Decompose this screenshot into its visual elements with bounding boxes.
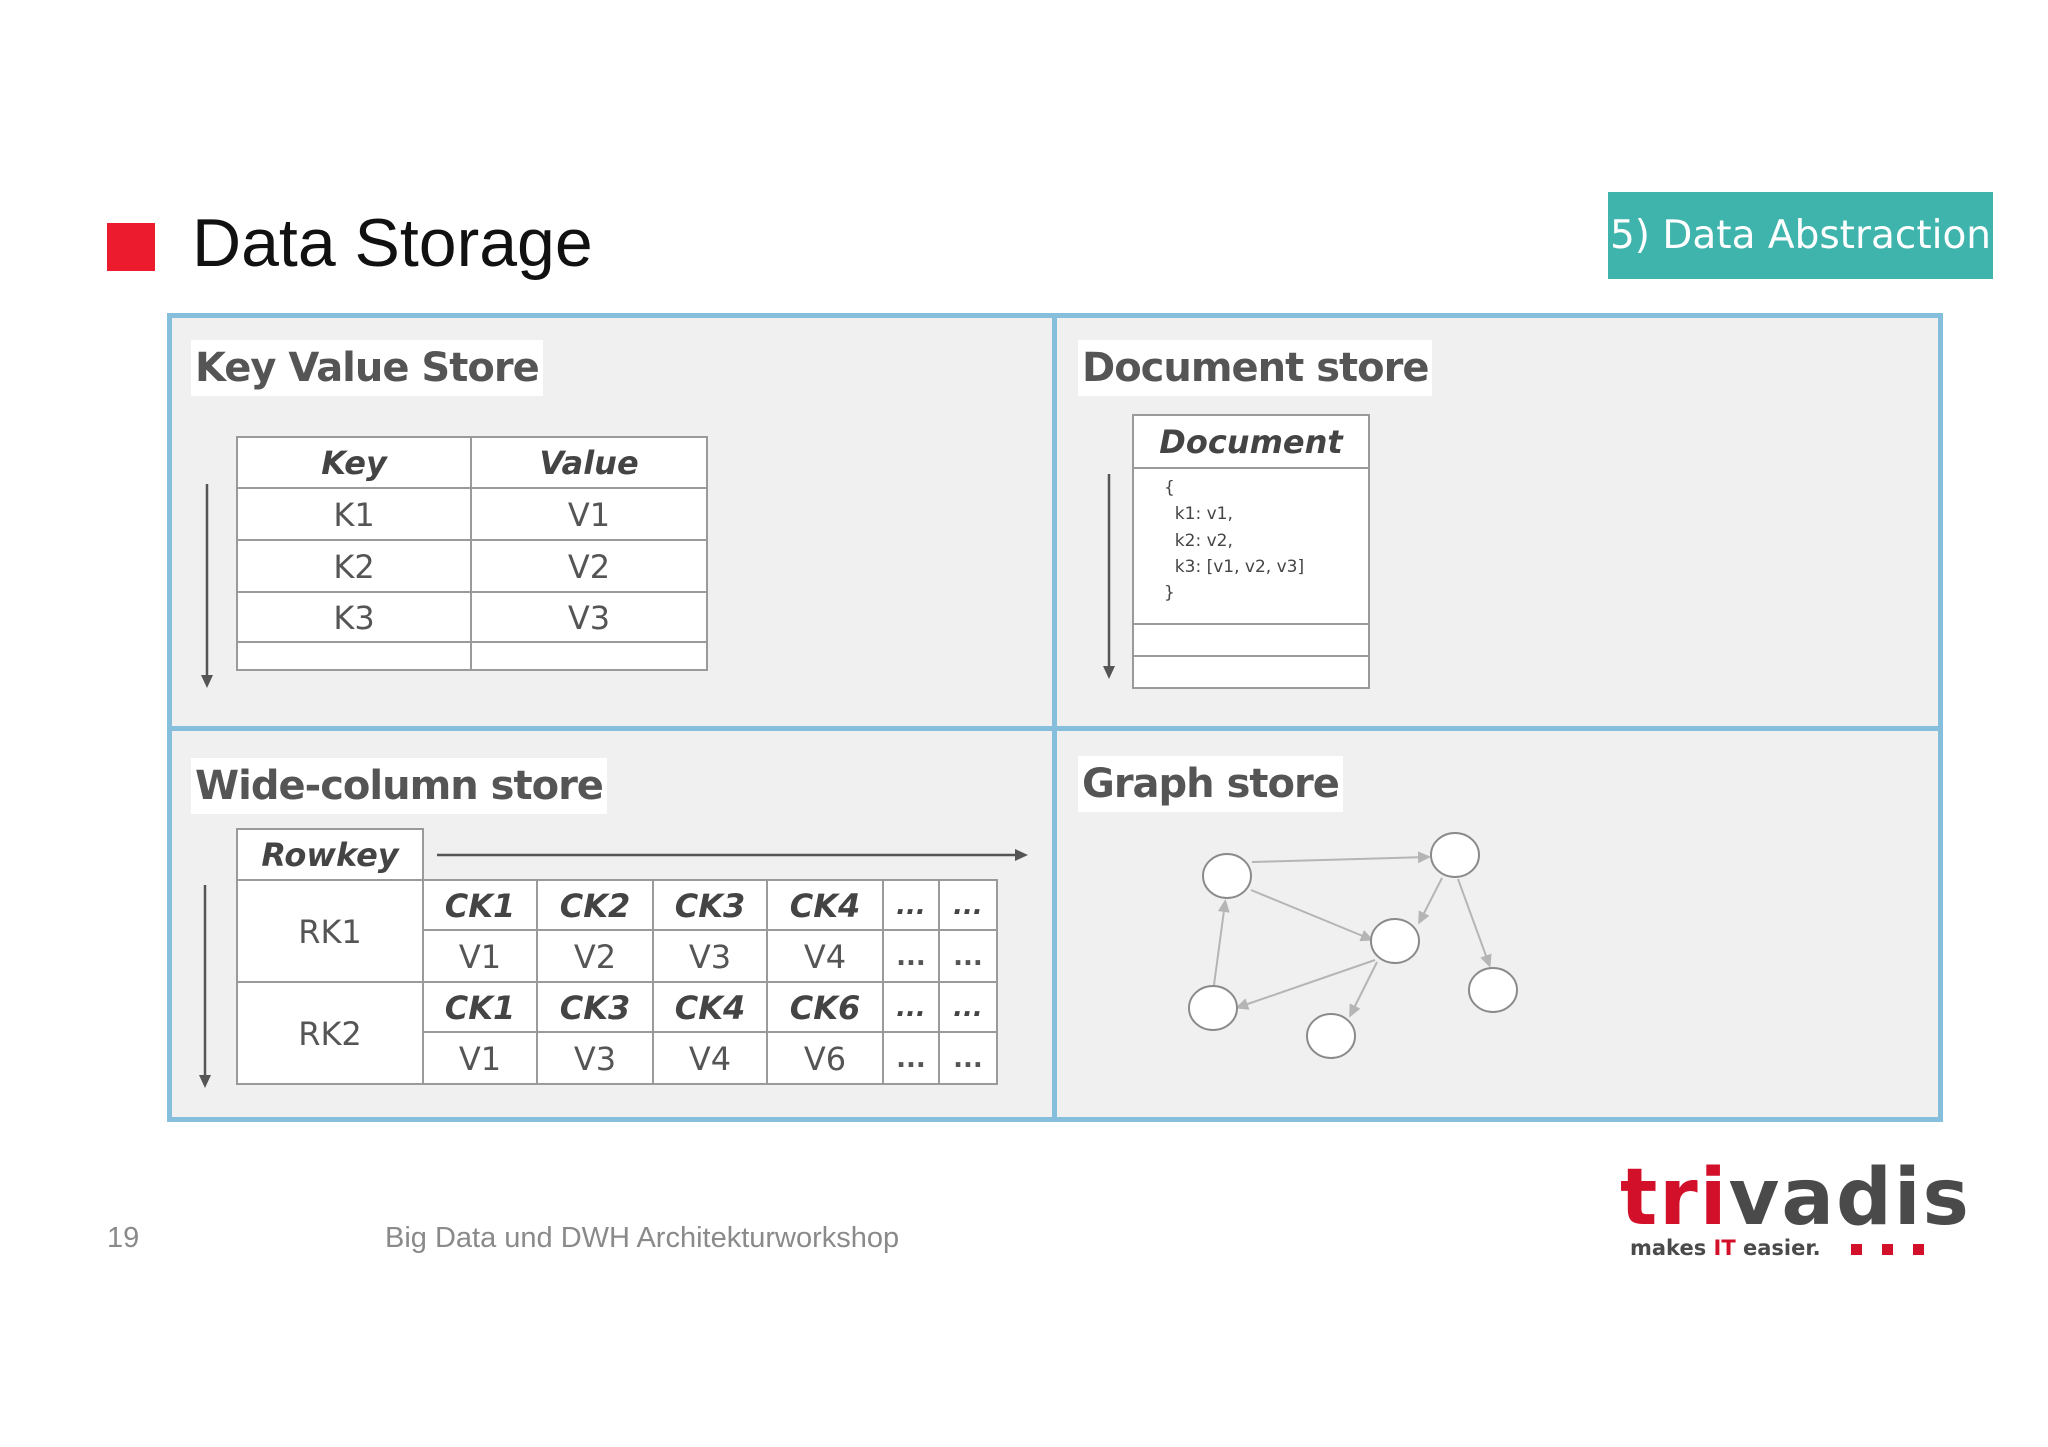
graph-node [1188,985,1238,1031]
document-title: Document store [1078,340,1433,396]
doc-line: k3: [v1, v2, v3] [1164,557,1305,577]
wc-column-key: CK6 [766,981,884,1033]
wc-column-key: CK1 [422,879,538,931]
kv-header-key: Key [236,436,472,489]
doc-header: Document [1132,414,1370,469]
graph-edge [1251,851,1431,864]
wc-column-key: CK2 [536,879,654,931]
page-title: Data Storage [192,205,593,281]
wc-rowkey-cell: RK1 [236,879,424,983]
graph-quadrant: Graph store [1052,726,1943,1122]
wc-column-key: ... [938,879,998,931]
doc-empty-cell [1132,623,1370,657]
wc-value: V3 [536,1031,654,1085]
wc-value: ... [882,1031,940,1085]
kv-value-cell: V2 [470,539,708,593]
graph-edge [1349,961,1378,1018]
logo-tagline: makes IT easier. [1630,1236,1821,1260]
logo-wordmark: trivadis [1620,1158,1971,1238]
logo-word-red: tri [1620,1153,1729,1243]
wc-rowkey-cell: RK2 [236,981,424,1085]
section-badge: 5) Data Abstraction [1608,192,1993,279]
kv-key-cell: K3 [236,591,472,643]
graph-node [1202,853,1252,899]
wc-column-key: ... [882,879,940,931]
doc-empty-cell [1132,655,1370,689]
wc-column-key: CK4 [766,879,884,931]
wc-value: V1 [422,1031,538,1085]
logo-dot [1913,1244,1924,1255]
logo-dot [1851,1244,1862,1255]
page-number: 19 [107,1222,140,1254]
wc-value: V2 [536,929,654,983]
graph-edge [1235,959,1376,1010]
logo-tagline-start: makes [1630,1236,1714,1260]
logo-dot [1882,1244,1893,1255]
wc-column-key: CK3 [536,981,654,1033]
wc-value: V6 [766,1031,884,1085]
doc-body-cell [1132,467,1370,625]
kv-empty-cell [470,641,708,671]
graph-diagram [1188,832,1518,1059]
logo-tagline-highlight: IT [1713,1236,1736,1260]
doc-line: { [1164,478,1175,498]
doc-line: k2: v2, [1164,531,1233,551]
wc-column-key: CK4 [652,981,768,1033]
kv-key-cell: K1 [236,487,472,541]
doc-line: } [1164,583,1175,603]
graph-node [1468,967,1518,1013]
kv-empty-cell [236,641,472,671]
footer-text: Big Data und DWH Architekturworkshop [385,1222,900,1254]
key-value-title: Key Value Store [191,340,543,396]
trivadis-logo: trivadis makes IT easier. [1620,1158,1971,1260]
wc-rowkey-header: Rowkey [236,828,424,881]
graph-node [1306,1013,1356,1059]
wc-value: V3 [652,929,768,983]
wide-column-title: Wide-column store [191,758,607,814]
title-bullet [107,223,155,271]
graph-title: Graph store [1078,756,1343,812]
graph-node [1430,832,1480,878]
logo-word-grey: vadis [1728,1153,1971,1243]
doc-line: k1: v1, [1164,504,1233,524]
graph-node [1370,918,1420,964]
wc-value: ... [938,1031,998,1085]
graph-edge [1213,899,1230,986]
graph-edge [1250,889,1374,942]
graph-edge [1457,878,1492,968]
kv-key-cell: K2 [236,539,472,593]
wc-value: ... [938,929,998,983]
kv-header-value: Value [470,436,708,489]
graph-edge [1418,877,1443,925]
logo-tagline-end: easier. [1735,1236,1821,1260]
